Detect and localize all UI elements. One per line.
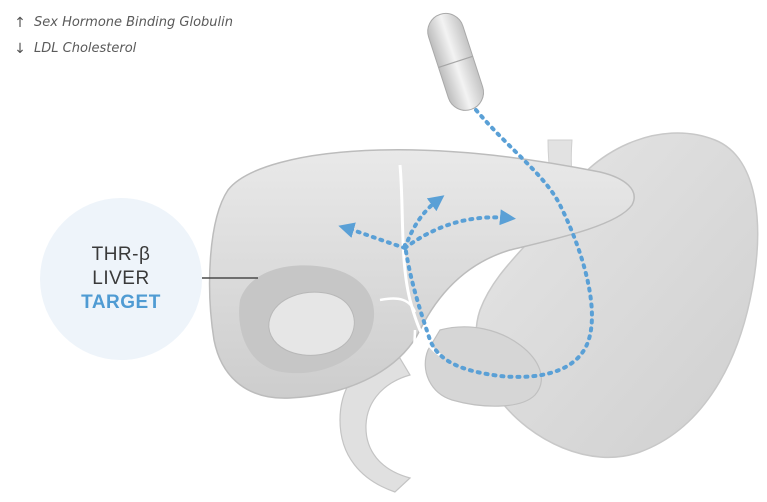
up-arrow-icon: ↑ bbox=[14, 15, 26, 31]
legend-label-ldl: LDL Cholesterol bbox=[34, 41, 137, 56]
duodenum bbox=[424, 326, 542, 407]
legend-item-ldl: ↓ LDL Cholesterol bbox=[14, 36, 233, 62]
label-line-target: TARGET bbox=[81, 292, 161, 313]
duct-down bbox=[403, 329, 417, 441]
target-label-circle: THR-β LIVER TARGET bbox=[40, 198, 202, 360]
legend-label-shbg: Sex Hormone Binding Globulin bbox=[34, 15, 233, 30]
pathway-arrow-up bbox=[403, 195, 445, 250]
drug-pathway bbox=[403, 108, 594, 379]
label-line-thr-beta: THR-β bbox=[91, 244, 151, 265]
legend: ↑ Sex Hormone Binding Globulin ↓ LDL Cho… bbox=[14, 10, 233, 62]
label-line-liver: LIVER bbox=[92, 268, 150, 289]
pill-icon bbox=[427, 12, 485, 111]
bile-duct bbox=[398, 164, 441, 357]
gallbladder bbox=[268, 291, 355, 356]
intestine bbox=[339, 349, 412, 493]
pathway-arrow-left bbox=[338, 222, 407, 250]
pathway-arrow-right bbox=[403, 209, 516, 250]
legend-item-shbg: ↑ Sex Hormone Binding Globulin bbox=[14, 10, 233, 36]
duct-branch bbox=[379, 297, 417, 313]
down-arrow-icon: ↓ bbox=[14, 41, 26, 57]
stomach bbox=[475, 132, 759, 459]
